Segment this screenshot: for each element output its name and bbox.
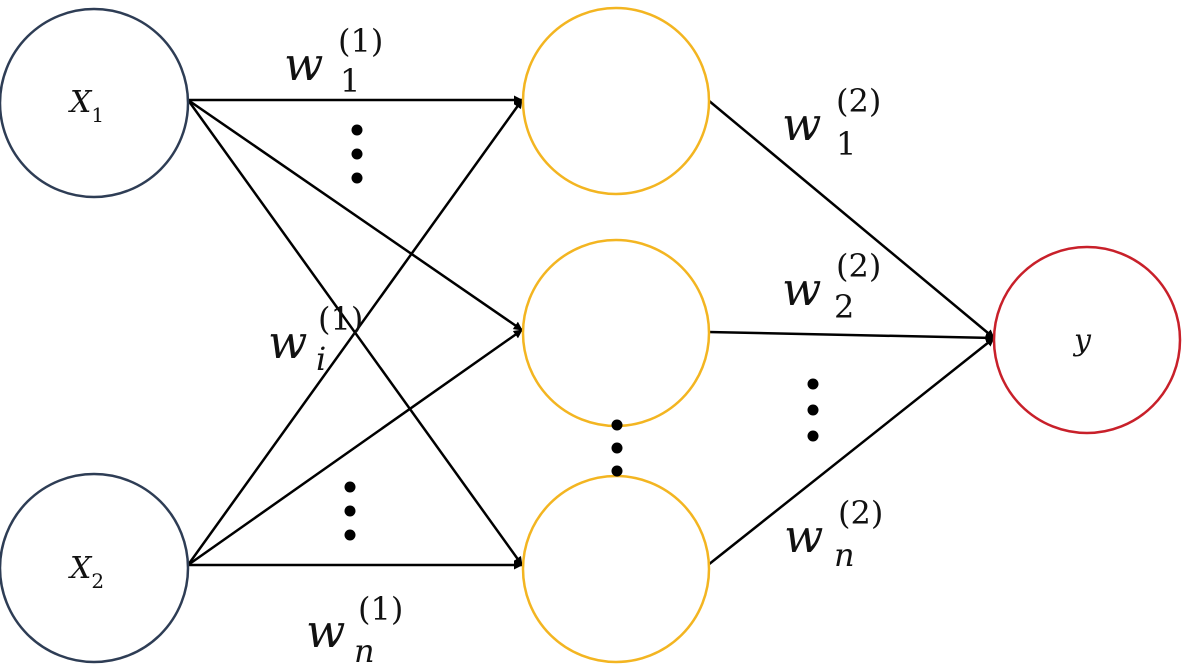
svg-text:w: w: [782, 97, 821, 151]
edges: [186, 95, 995, 570]
svg-text:(1): (1): [358, 590, 403, 628]
svg-text:w: w: [782, 262, 821, 316]
svg-text:2: 2: [834, 288, 854, 326]
weight-wn-1: w (1) n: [306, 590, 403, 670]
svg-text:1: 1: [340, 62, 360, 100]
hidden-node-3: [521, 474, 711, 664]
weight-w1-2: w (2) 1: [782, 82, 881, 163]
edge-x1-h2: [187, 98, 523, 332]
svg-text:n: n: [354, 632, 375, 670]
weight-w1-1: w (1) 1: [284, 22, 383, 100]
svg-text:w: w: [784, 509, 823, 563]
ellipsis-bottom-left: [344, 481, 356, 541]
edge-x2-h2: [187, 328, 523, 567]
input-node-x1: [0, 7, 190, 199]
svg-text:w: w: [306, 604, 345, 658]
hidden-node-1: [521, 6, 711, 196]
output-label-y: y: [1072, 323, 1092, 358]
svg-text:i: i: [316, 340, 326, 378]
input-label-x1: X1: [68, 85, 104, 127]
output-node-y: [992, 245, 1182, 435]
svg-text:(2): (2): [838, 494, 883, 532]
svg-text:w: w: [268, 315, 307, 369]
svg-text:w: w: [284, 37, 323, 91]
weight-wi-1: w (1) i: [268, 300, 363, 378]
edge-h1-y: [707, 99, 995, 339]
weight-wn-2: w (2) n: [784, 494, 883, 574]
weight-w2-2: w (2) 2: [782, 247, 881, 326]
svg-text:(2): (2): [836, 247, 881, 285]
edge-h2-y: [707, 330, 995, 343]
input-node-x2: [0, 472, 190, 664]
input-label-x2: X2: [68, 551, 104, 593]
svg-text:(1): (1): [338, 22, 383, 60]
ellipsis-top-left: [351, 124, 363, 184]
svg-text:(2): (2): [836, 82, 881, 120]
edge-x2-h1: [186, 99, 524, 566]
ellipsis-right: [807, 378, 819, 442]
svg-text:n: n: [834, 536, 855, 574]
svg-text:(1): (1): [318, 300, 363, 338]
edge-h3-y: [707, 337, 995, 566]
svg-text:1: 1: [836, 125, 856, 163]
ellipsis-hidden: [611, 419, 623, 477]
hidden-node-2: [521, 238, 711, 428]
